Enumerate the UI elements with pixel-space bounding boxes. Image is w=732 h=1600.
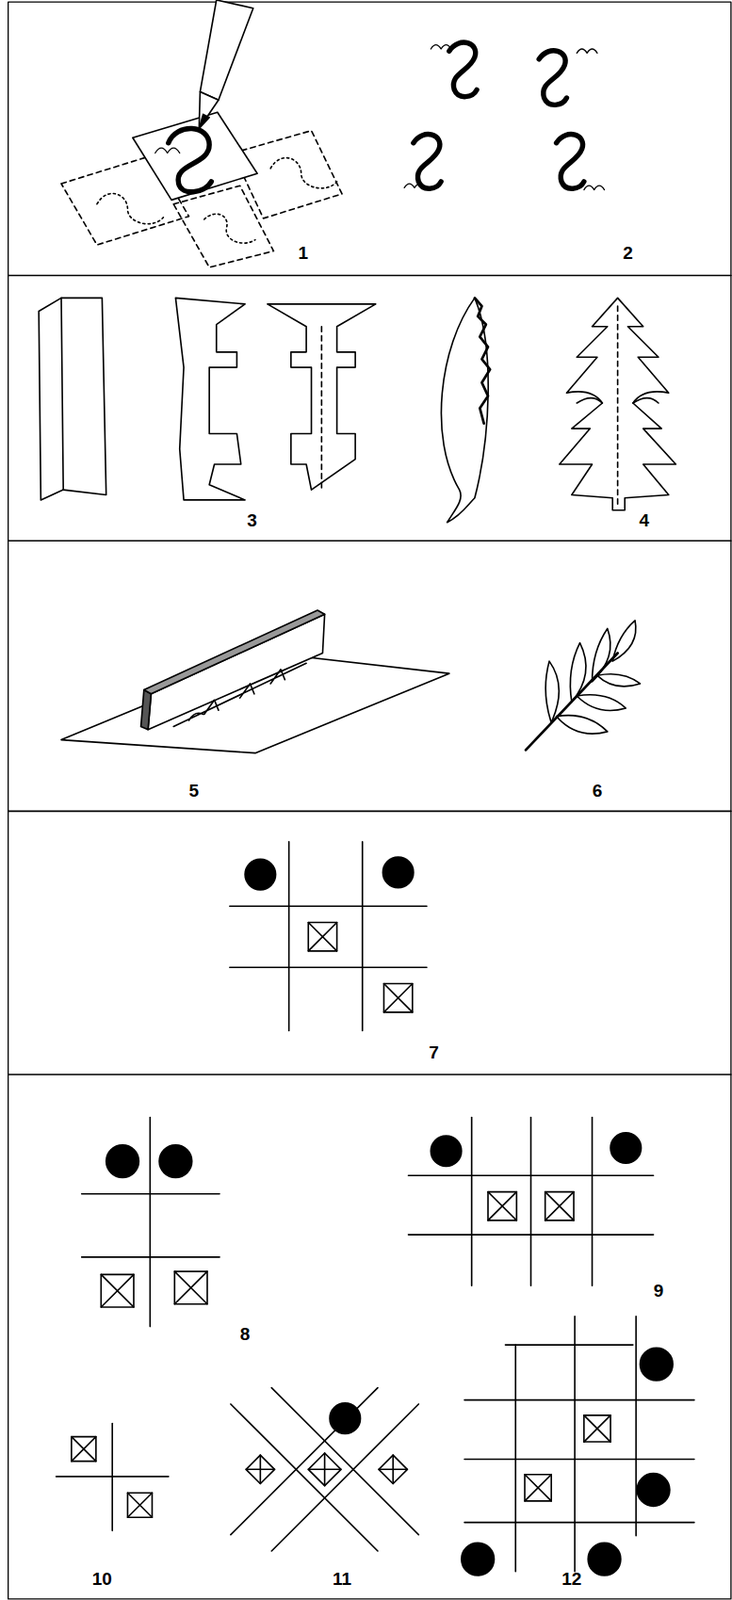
callout-number: 3 (246, 510, 258, 532)
callout-number: 12 (561, 1569, 582, 1591)
stand-up-card (61, 610, 450, 754)
panel-rule (8, 539, 732, 542)
leaf-and-tree (440, 297, 676, 522)
callout-number: 9 (653, 1281, 665, 1302)
tic-tac-toe-grid (56, 1424, 169, 1532)
callout-number: 11 (332, 1569, 352, 1591)
tic-tac-toe-grid (81, 1117, 220, 1327)
callout-number: 6 (592, 780, 603, 802)
callout-number: 1 (298, 243, 310, 264)
frame (8, 1, 732, 1600)
diagonal-grid (230, 1388, 419, 1552)
callout-number: 4 (639, 510, 651, 532)
callout-number: 7 (428, 1042, 440, 1064)
panel-rule (8, 1073, 732, 1076)
traced-shapes (404, 42, 604, 190)
tic-tac-toe-grid (229, 842, 427, 1031)
callout-number: 10 (92, 1569, 113, 1591)
tic-tac-toe-grid (407, 1117, 653, 1286)
panel-rule (8, 275, 732, 277)
callout-number: 2 (622, 243, 634, 264)
fern-branch (525, 620, 640, 751)
callout-number: 5 (189, 780, 200, 802)
folded-paper-cuts (38, 297, 376, 501)
panel-rule (8, 811, 732, 814)
callout-number: 8 (240, 1324, 251, 1346)
tic-tac-toe-grid (461, 1317, 695, 1577)
stencil-figure (61, 0, 342, 268)
